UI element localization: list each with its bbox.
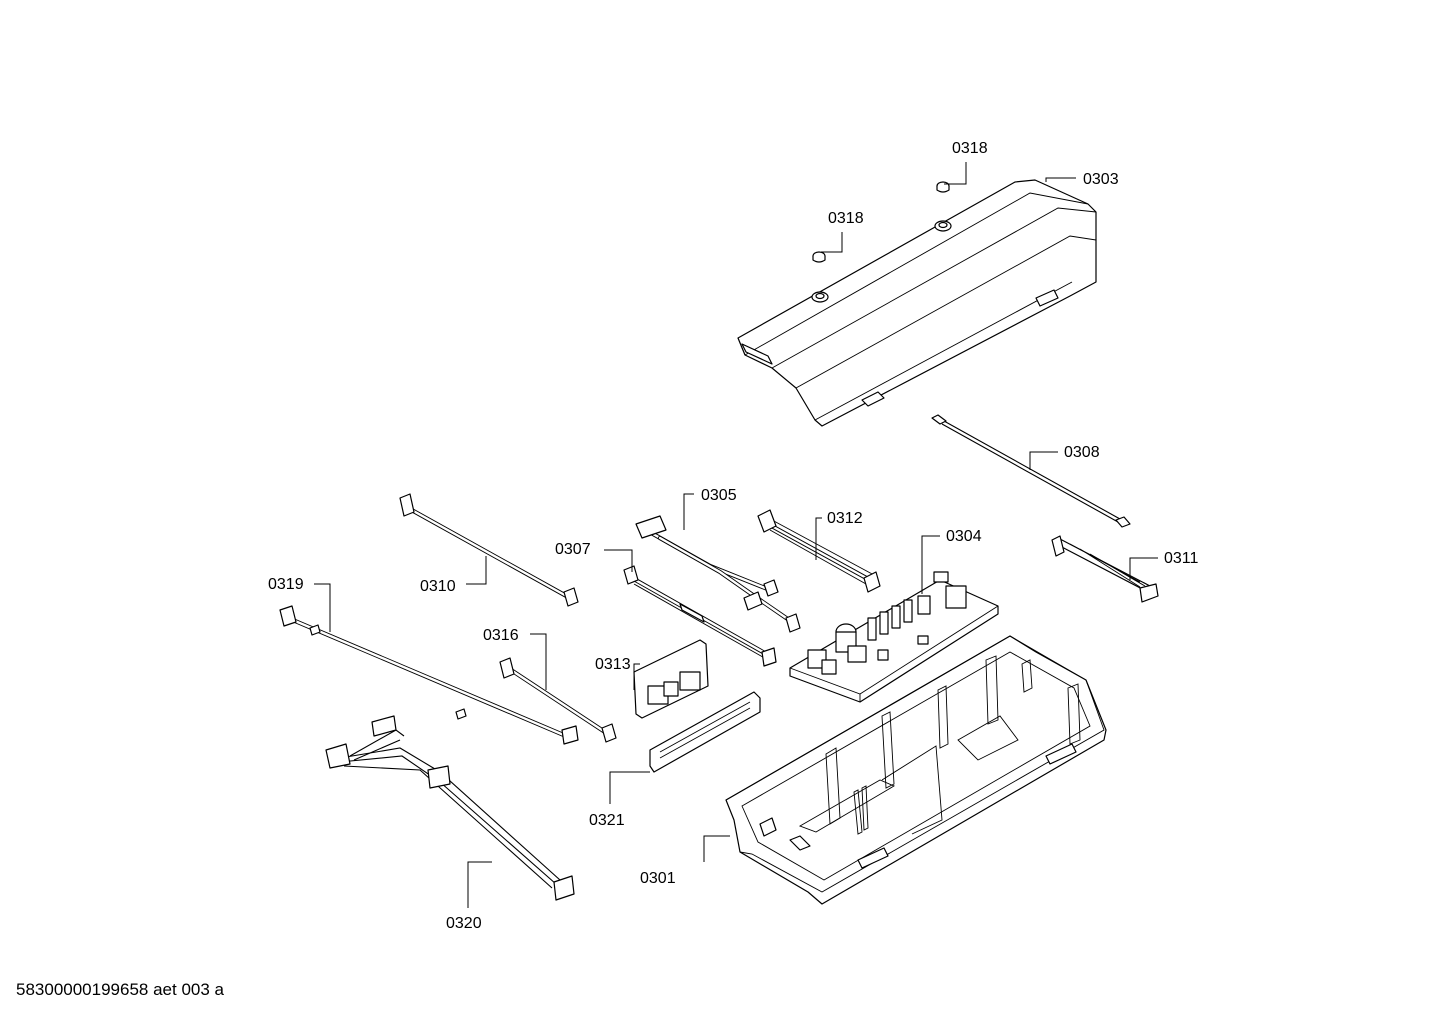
label-0307: 0307 bbox=[555, 541, 591, 558]
label-0318-left: 0318 bbox=[828, 210, 864, 227]
part-0312-cable bbox=[757, 509, 881, 593]
label-0301: 0301 bbox=[640, 870, 676, 887]
label-0305: 0305 bbox=[701, 487, 737, 504]
leader-lines bbox=[314, 162, 1158, 908]
label-0316: 0316 bbox=[483, 627, 519, 644]
part-0311-ribbon-cable bbox=[1051, 535, 1159, 603]
part-0307-cable bbox=[623, 565, 777, 667]
part-0308-earth-wire bbox=[931, 414, 1131, 528]
label-0313: 0313 bbox=[595, 656, 631, 673]
label-0318-top: 0318 bbox=[952, 140, 988, 157]
label-0319: 0319 bbox=[268, 576, 304, 593]
drawing-reference-code: 58300000199658 aet 003 a bbox=[16, 980, 224, 999]
part-0301-housing bbox=[725, 635, 1107, 905]
label-0312: 0312 bbox=[827, 510, 863, 527]
label-0311: 0311 bbox=[1164, 550, 1199, 567]
part-0305-cable bbox=[635, 515, 801, 633]
label-0321: 0321 bbox=[589, 812, 625, 829]
part-0321-display-board bbox=[649, 691, 761, 773]
part-0318-button-2 bbox=[812, 251, 826, 263]
label-0304: 0304 bbox=[946, 528, 982, 545]
part-0320-wire-harness bbox=[325, 715, 575, 901]
label-0310: 0310 bbox=[420, 578, 456, 595]
part-0304-pcb bbox=[789, 571, 999, 703]
label-0308: 0308 bbox=[1064, 444, 1100, 461]
part-0316-cable bbox=[499, 657, 617, 743]
part-0310-cable bbox=[399, 493, 579, 607]
label-0320: 0320 bbox=[446, 915, 482, 932]
part-labels: 0318 0318 0303 0308 0305 0312 0307 0304 … bbox=[268, 140, 1199, 932]
label-0303: 0303 bbox=[1083, 171, 1119, 188]
part-0319-cable bbox=[279, 605, 579, 745]
part-0313-small-pcb bbox=[633, 639, 709, 719]
part-0303-cover bbox=[737, 179, 1097, 427]
